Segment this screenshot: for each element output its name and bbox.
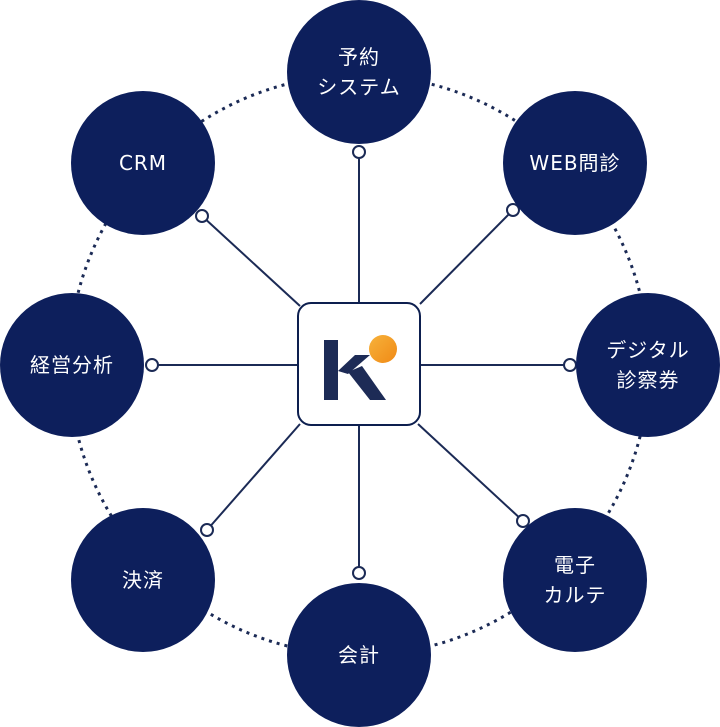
node-business-analytics: 経営分析 xyxy=(0,293,144,437)
connector-web xyxy=(419,209,514,305)
node-accounting: 会計 xyxy=(287,583,431,727)
node-label-line1: 会計 xyxy=(338,643,380,667)
node-label-line2: システム xyxy=(317,75,401,99)
connector-dot-kaikei xyxy=(352,566,366,580)
connector-dot-crm xyxy=(195,209,209,223)
node-reservation-system: 予約 システム xyxy=(287,0,431,144)
connector-crm xyxy=(201,215,301,307)
node-label-line1: 経営分析 xyxy=(30,353,114,377)
node-electronic-chart: 電子 カルテ xyxy=(503,508,647,652)
node-label-line1: 決済 xyxy=(122,568,164,592)
node-label-line1: CRM xyxy=(118,151,168,175)
node-label-line2: 診察券 xyxy=(616,368,680,392)
node-label-line1: WEB問診 xyxy=(529,151,621,175)
node-label-line1: 予約 xyxy=(338,45,380,69)
connector-dot-web xyxy=(506,203,520,217)
node-digital-patient-card: デジタル 診察券 xyxy=(576,293,720,437)
connector-dot-yoyaku xyxy=(352,145,366,159)
connector-karte xyxy=(417,423,524,522)
connector-dot-digital xyxy=(563,358,577,372)
node-label-line1: 電子 xyxy=(554,553,596,577)
connector-dot-keiei xyxy=(145,358,159,372)
hub-logo-box xyxy=(297,302,421,426)
node-web-questionnaire: WEB問診 xyxy=(503,91,647,235)
connector-kessai xyxy=(206,423,301,531)
node-crm: CRM xyxy=(71,91,215,235)
node-payment: 決済 xyxy=(71,508,215,652)
k-logo-icon xyxy=(324,335,397,400)
node-label-line2: カルテ xyxy=(543,583,607,607)
node-label-line1: デジタル xyxy=(606,338,690,362)
connector-dot-karte xyxy=(516,514,530,528)
connector-dot-kessai xyxy=(200,523,214,537)
